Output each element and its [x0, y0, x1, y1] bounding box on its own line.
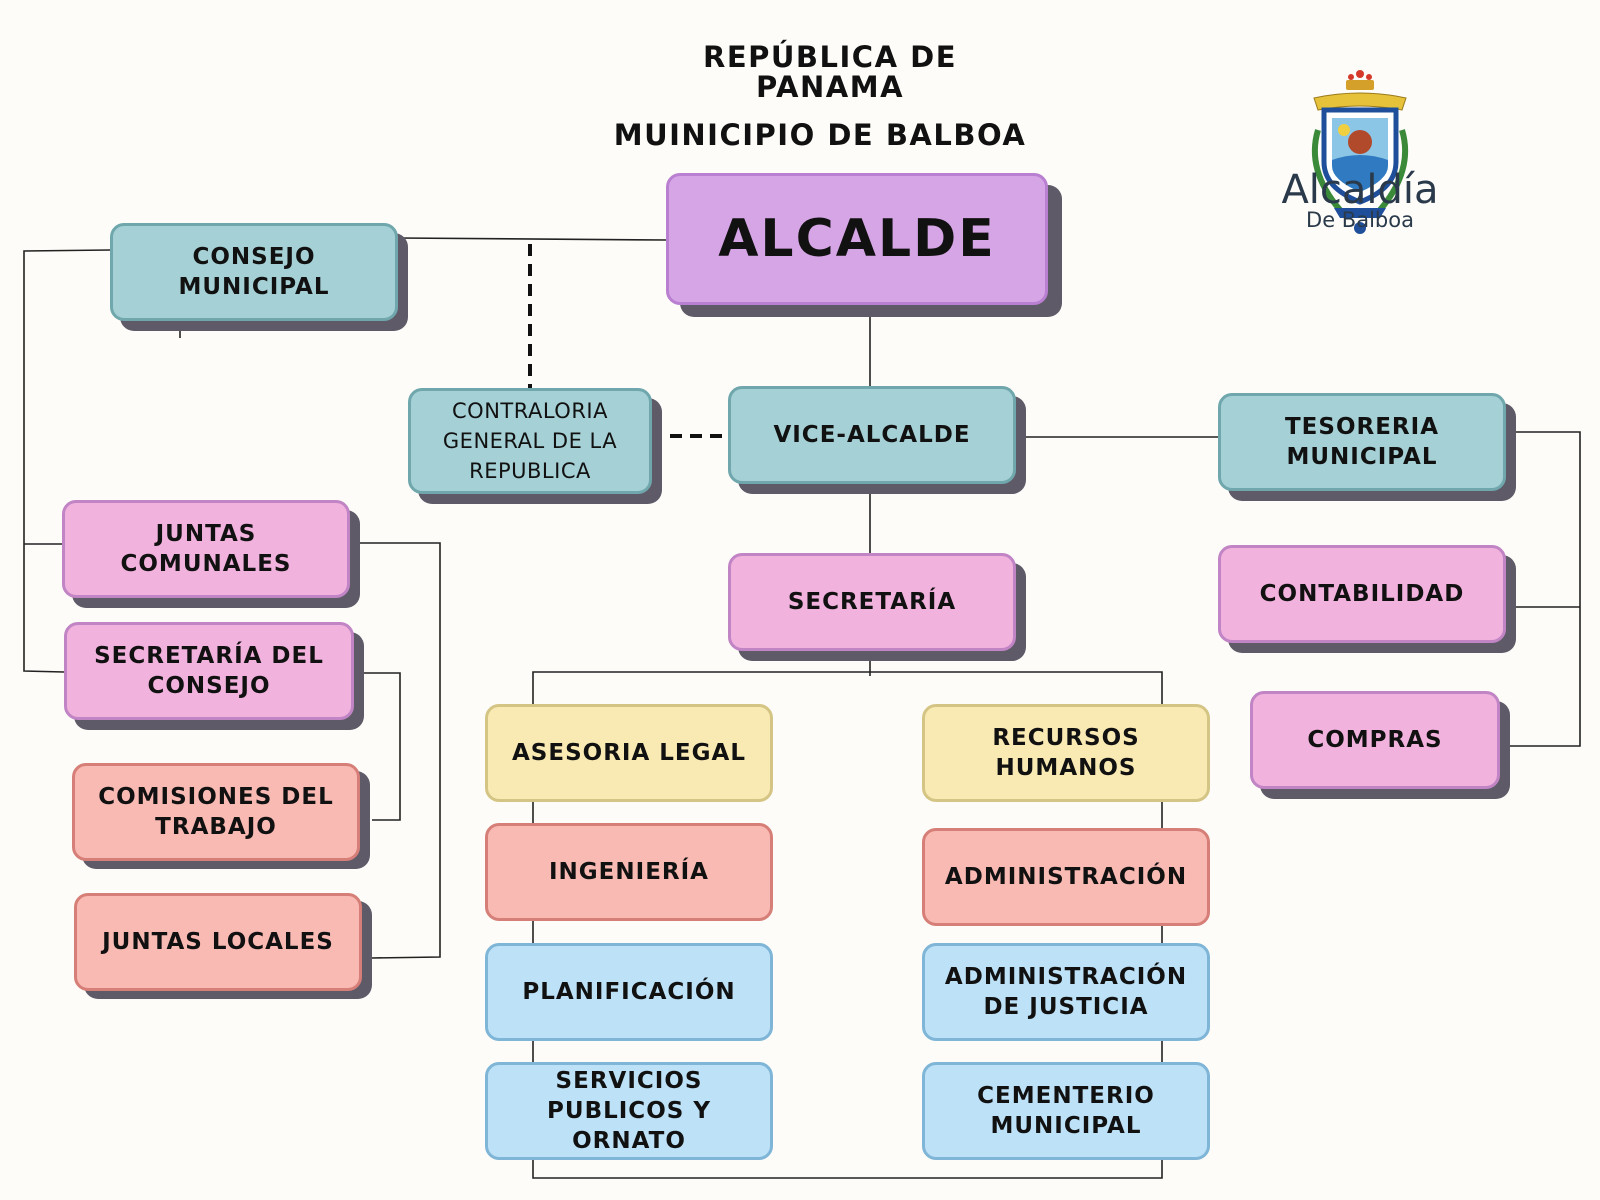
node-cementerio-label: CEMENTERIO MUNICIPAL	[977, 1083, 1155, 1139]
node-asesoria-legal: ASESORIA LEGAL	[485, 704, 773, 802]
node-vice-alcalde: VICE-ALCALDE	[728, 386, 1016, 484]
page-title-republica: REPÚBLICA DE PANAMA	[702, 40, 958, 104]
node-contabilidad-label: CONTABILIDAD	[1259, 581, 1465, 607]
node-consejo-municipal-label: CONSEJO MUNICIPAL	[178, 244, 330, 300]
node-ingenieria-label: INGENIERÍA	[549, 859, 709, 885]
node-administracion-justicia-label: ADMINISTRACIÓN DE JUSTICIA	[944, 964, 1188, 1020]
node-secretaria: SECRETARÍA	[728, 553, 1016, 651]
node-secretaria-label: SECRETARÍA	[787, 589, 957, 615]
node-servicios-publicos: SERVICIOS PUBLICOS Y ORNATO	[485, 1062, 773, 1160]
node-juntas-comunales: JUNTAS COMUNALES	[62, 500, 350, 598]
node-ingenieria: INGENIERÍA	[485, 823, 773, 921]
node-contabilidad: CONTABILIDAD	[1218, 545, 1506, 643]
node-recursos-humanos: RECURSOS HUMANOS	[922, 704, 1210, 802]
connector-secretaria-consejo-bracket	[364, 672, 401, 821]
node-contraloria: CONTRALORIA GENERAL DE LA REPUBLICA	[408, 388, 652, 494]
municipal-coat-of-arms-icon	[1311, 70, 1409, 234]
node-juntas-locales-label: JUNTAS LOCALES	[102, 929, 334, 955]
node-planificacion-label: PLANIFICACIÓN	[522, 979, 736, 1005]
node-comisiones-trabajo: COMISIONES DEL TRABAJO	[72, 763, 360, 861]
node-contraloria-label: CONTRALORIA GENERAL DE LA REPUBLICA	[442, 399, 618, 483]
node-administracion-label: ADMINISTRACIÓN	[944, 864, 1188, 890]
node-administracion: ADMINISTRACIÓN	[922, 828, 1210, 926]
node-comisiones-trabajo-label: COMISIONES DEL TRABAJO	[98, 784, 334, 840]
node-tesoreria: TESORERIA MUNICIPAL	[1218, 393, 1506, 491]
node-consejo-municipal: CONSEJO MUNICIPAL	[110, 223, 398, 321]
node-juntas-locales: JUNTAS LOCALES	[74, 893, 362, 991]
node-administracion-justicia: ADMINISTRACIÓN DE JUSTICIA	[922, 943, 1210, 1041]
node-planificacion: PLANIFICACIÓN	[485, 943, 773, 1041]
connector-consejo-alcalde	[397, 237, 667, 241]
connector-consejo-left	[23, 249, 111, 673]
node-vice-alcalde-label: VICE-ALCALDE	[773, 422, 971, 448]
logo-subtitle: De Balboa	[1306, 208, 1414, 232]
node-servicios-publicos-label: SERVICIOS PUBLICOS Y ORNATO	[547, 1068, 711, 1154]
node-secretaria-consejo: SECRETARÍA DEL CONSEJO	[64, 622, 354, 720]
node-compras: COMPRAS	[1250, 691, 1500, 789]
node-alcalde: ALCALDE	[666, 173, 1048, 305]
node-asesoria-legal-label: ASESORIA LEGAL	[512, 740, 746, 766]
connector-juntas-bracket	[360, 542, 441, 959]
node-alcalde-label: ALCALDE	[718, 209, 996, 269]
page-title-municipio: MUINICIPIO DE BALBOA	[613, 118, 1027, 152]
node-juntas-comunales-label: JUNTAS COMUNALES	[120, 521, 292, 577]
logo-name: Alcaldía	[1281, 167, 1439, 213]
node-compras-label: COMPRAS	[1307, 727, 1443, 753]
node-tesoreria-label: TESORERIA MUNICIPAL	[1284, 414, 1439, 470]
connector-tesoreria-bracket	[1500, 431, 1581, 747]
node-recursos-humanos-label: RECURSOS HUMANOS	[992, 725, 1140, 781]
node-secretaria-consejo-label: SECRETARÍA DEL CONSEJO	[94, 643, 324, 699]
node-cementerio: CEMENTERIO MUNICIPAL	[922, 1062, 1210, 1160]
